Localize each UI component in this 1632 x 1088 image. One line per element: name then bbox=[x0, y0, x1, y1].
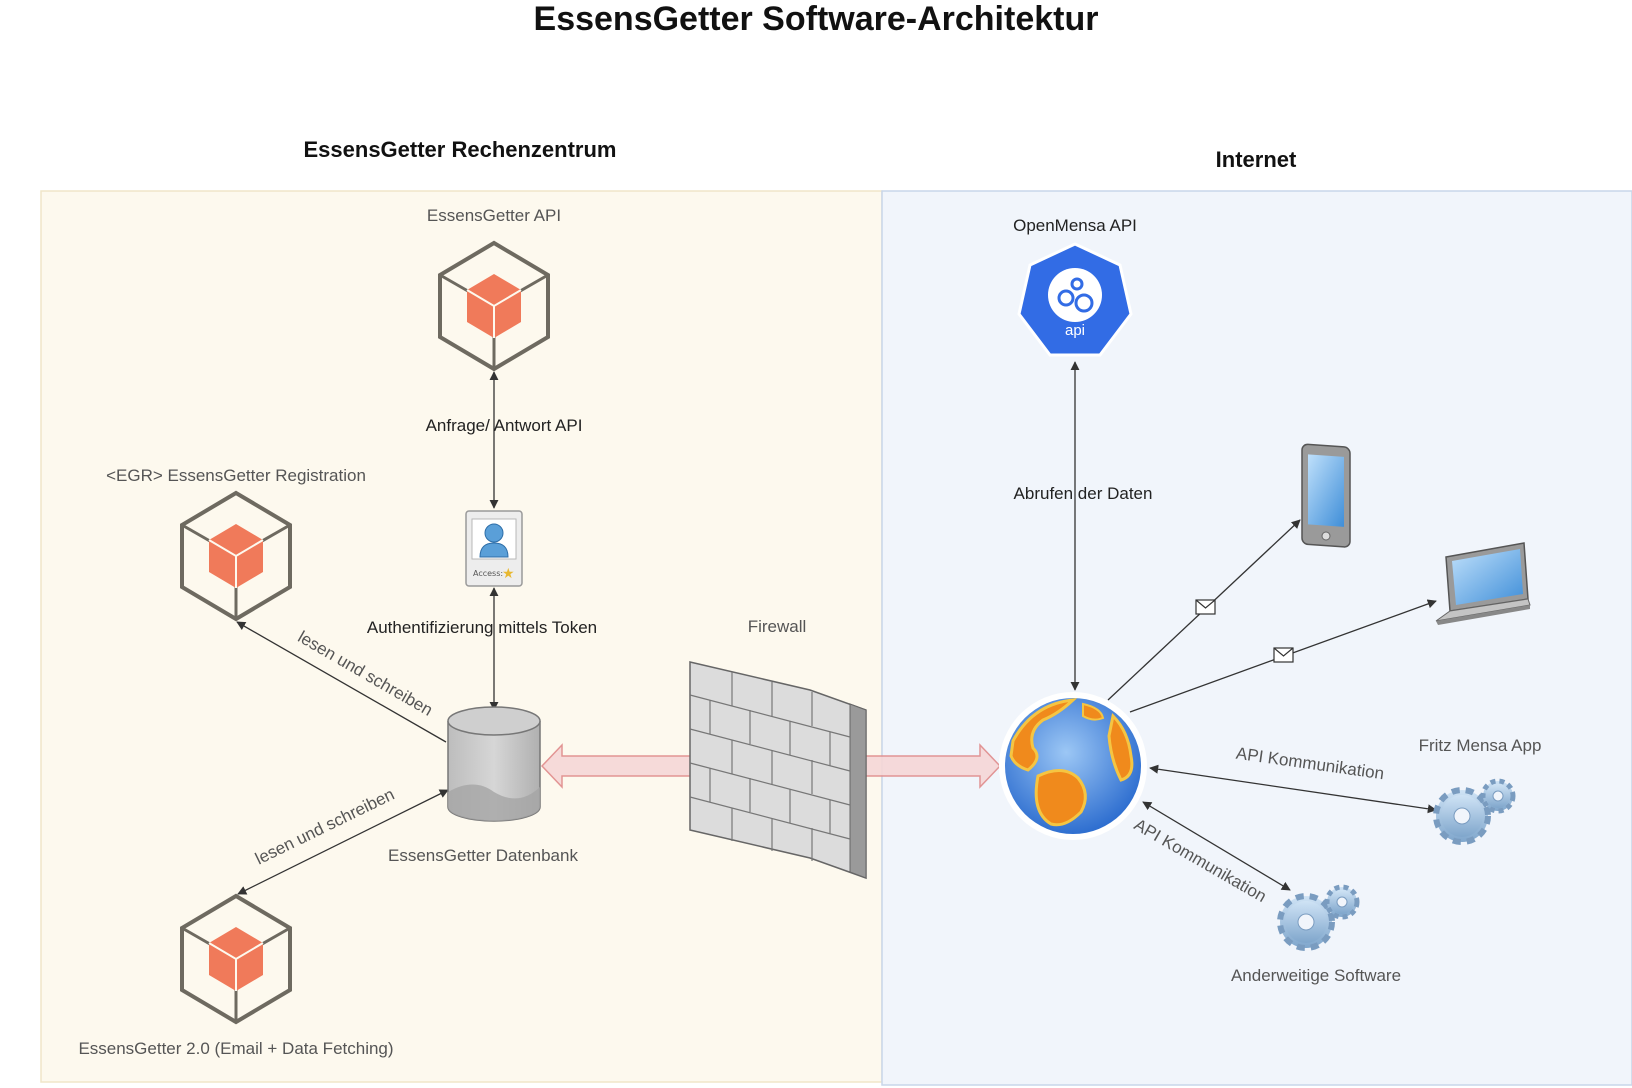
edge-label-openmensa-globe: Abrufen der Daten bbox=[1013, 484, 1153, 503]
access-label: Access: bbox=[473, 569, 503, 578]
api-badge: api bbox=[1065, 322, 1085, 339]
edge-globe-fritz bbox=[1149, 764, 1437, 814]
brick-wall-icon bbox=[689, 661, 867, 880]
star-icon: ★ bbox=[502, 565, 515, 581]
tablet-icon[interactable] bbox=[1301, 443, 1351, 548]
node-label-api: EssensGetter API bbox=[426, 206, 562, 225]
edge-db-registration bbox=[236, 621, 447, 743]
access-card-icon[interactable]: Access: ★ bbox=[465, 510, 523, 587]
node-label-fritz: Fritz Mensa App bbox=[1418, 736, 1542, 755]
edge-label-token-db: Authentifizierung mittels Token bbox=[366, 618, 598, 637]
aws-cube-icon[interactable] bbox=[438, 240, 550, 372]
node-label-database: EssensGetter Datenbank bbox=[388, 846, 578, 865]
node-label-v2: EssensGetter 2.0 (Email + Data Fetching) bbox=[78, 1039, 394, 1058]
gears-icon[interactable] bbox=[1433, 778, 1516, 845]
gears-icon[interactable] bbox=[1277, 884, 1360, 951]
node-label-registration: <EGR> EssensGetter Registration bbox=[106, 466, 366, 485]
node-label-firewall: Firewall bbox=[747, 617, 807, 636]
edge-db-v2 bbox=[237, 789, 449, 895]
edge-globe-other bbox=[1142, 801, 1291, 891]
edge-label-api-token: Anfrage/ Antwort API bbox=[425, 416, 583, 435]
envelope-icon bbox=[1273, 647, 1294, 663]
aws-cube-icon[interactable] bbox=[180, 490, 292, 622]
laptop-icon[interactable] bbox=[1435, 542, 1531, 625]
zone-title-datacenter: EssensGetter Rechenzentrum bbox=[303, 137, 617, 162]
internet-zone bbox=[881, 190, 1632, 1086]
database-icon[interactable] bbox=[447, 706, 541, 822]
node-label-openmensa: OpenMensa API bbox=[1013, 216, 1137, 235]
node-label-other: Anderweitige Software bbox=[1230, 966, 1402, 985]
zone-title-internet: Internet bbox=[1215, 147, 1297, 172]
envelope-icon bbox=[1195, 599, 1216, 615]
kubernetes-api-icon[interactable]: api bbox=[1017, 242, 1133, 357]
globe-icon[interactable] bbox=[999, 692, 1147, 840]
aws-cube-icon[interactable] bbox=[180, 893, 292, 1025]
page-title: EssensGetter Software-Architektur bbox=[533, 0, 1099, 38]
